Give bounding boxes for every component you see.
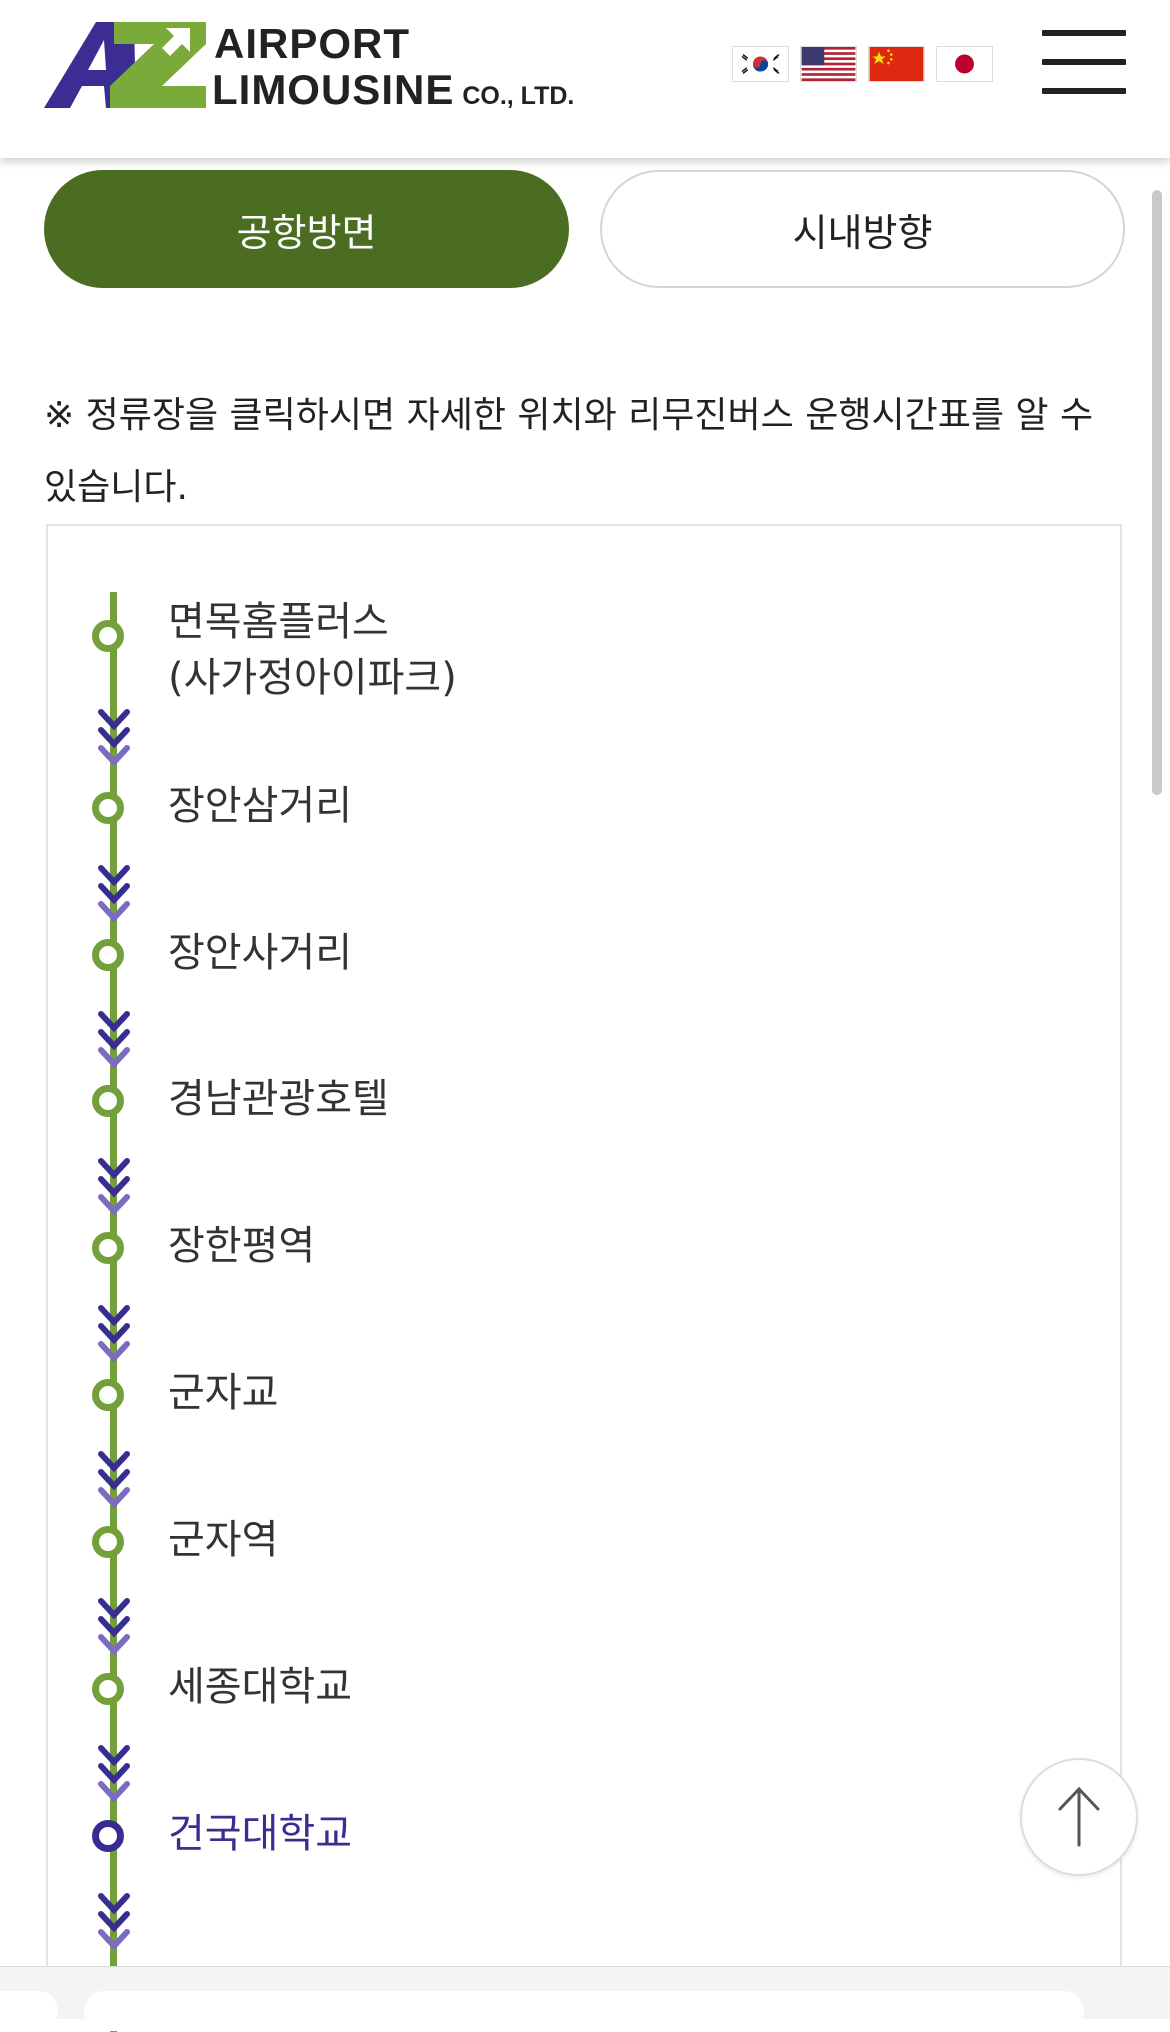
stop-name: 군자역 bbox=[168, 1517, 279, 1563]
korean-flag-icon[interactable] bbox=[732, 46, 789, 82]
direction-tabs: 공항방면 시내방향 bbox=[44, 170, 1125, 290]
route-stop-list: 면목홈플러스 (사가정아이파크) 장안삼거리 장안사거리 경남관광호텔 장한평역… bbox=[46, 524, 1122, 2032]
chevron-down-icon bbox=[98, 865, 130, 923]
chevron-down-icon bbox=[98, 1158, 130, 1216]
stop-marker-icon bbox=[92, 1379, 124, 1411]
scroll-to-top-button[interactable] bbox=[1020, 1758, 1138, 1876]
page-scrollbar[interactable] bbox=[1152, 190, 1162, 795]
tab-to-city[interactable]: 시내방향 bbox=[600, 170, 1125, 288]
stop-marker-icon bbox=[92, 1820, 124, 1852]
stop-click-notice: ※ 정류장을 클릭하시면 자세한 위치와 리무진버스 운행시간표를 알 수 있습… bbox=[44, 395, 1094, 508]
us-flag-icon[interactable] bbox=[800, 46, 857, 82]
stop-marker-icon bbox=[92, 1085, 124, 1117]
chevron-down-icon bbox=[98, 1893, 130, 1951]
chevron-down-icon bbox=[98, 709, 130, 767]
japan-flag-icon[interactable] bbox=[936, 46, 993, 82]
chevron-down-icon bbox=[98, 1745, 130, 1803]
stop-marker-icon bbox=[92, 792, 124, 824]
tab-to-airport[interactable]: 공항방면 bbox=[44, 170, 569, 288]
stop-marker-icon bbox=[92, 1526, 124, 1558]
route-line bbox=[110, 592, 117, 2032]
stop-marker-icon bbox=[92, 620, 124, 652]
chevron-down-icon bbox=[98, 1011, 130, 1069]
menu-bar-middle bbox=[1042, 59, 1126, 65]
chevron-down-icon bbox=[98, 1305, 130, 1363]
browser-back-pill[interactable] bbox=[0, 1991, 58, 2031]
stop-name: 건국대학교 bbox=[168, 1811, 352, 1857]
logo-text-suffix: CO., LTD. bbox=[462, 82, 575, 110]
az-logo-mark bbox=[44, 22, 206, 108]
stop-name: 장안사거리 bbox=[168, 930, 352, 976]
chevron-down-icon bbox=[98, 1598, 130, 1656]
language-flags bbox=[732, 46, 993, 82]
stop-name: 경남관광호텔 bbox=[168, 1076, 389, 1122]
arrow-up-icon bbox=[1058, 1786, 1100, 1847]
stop-name: 면목홈플러스 (사가정아이파크) bbox=[168, 599, 457, 701]
hamburger-menu-icon[interactable] bbox=[1042, 30, 1126, 100]
stop-name: 장한평역 bbox=[168, 1223, 316, 1269]
stop-marker-icon bbox=[92, 1673, 124, 1705]
browser-address-pill[interactable] bbox=[84, 1991, 1084, 2031]
stop-marker-icon bbox=[92, 1232, 124, 1264]
logo-text-limousine: LIMOUSINE bbox=[212, 66, 455, 113]
menu-bar-bottom bbox=[1042, 88, 1126, 94]
stop-name: 세종대학교 bbox=[168, 1664, 352, 1710]
chevron-down-icon bbox=[98, 1451, 130, 1509]
browser-bottom-bar bbox=[0, 1966, 1170, 2031]
stop-name: 장안삼거리 bbox=[168, 783, 352, 829]
stop-marker-icon bbox=[92, 939, 124, 971]
stop-name: 군자교 bbox=[168, 1370, 279, 1416]
menu-bar-top bbox=[1042, 30, 1126, 36]
logo-text-line1: AIRPORT bbox=[214, 20, 410, 67]
china-flag-icon[interactable] bbox=[868, 46, 925, 82]
